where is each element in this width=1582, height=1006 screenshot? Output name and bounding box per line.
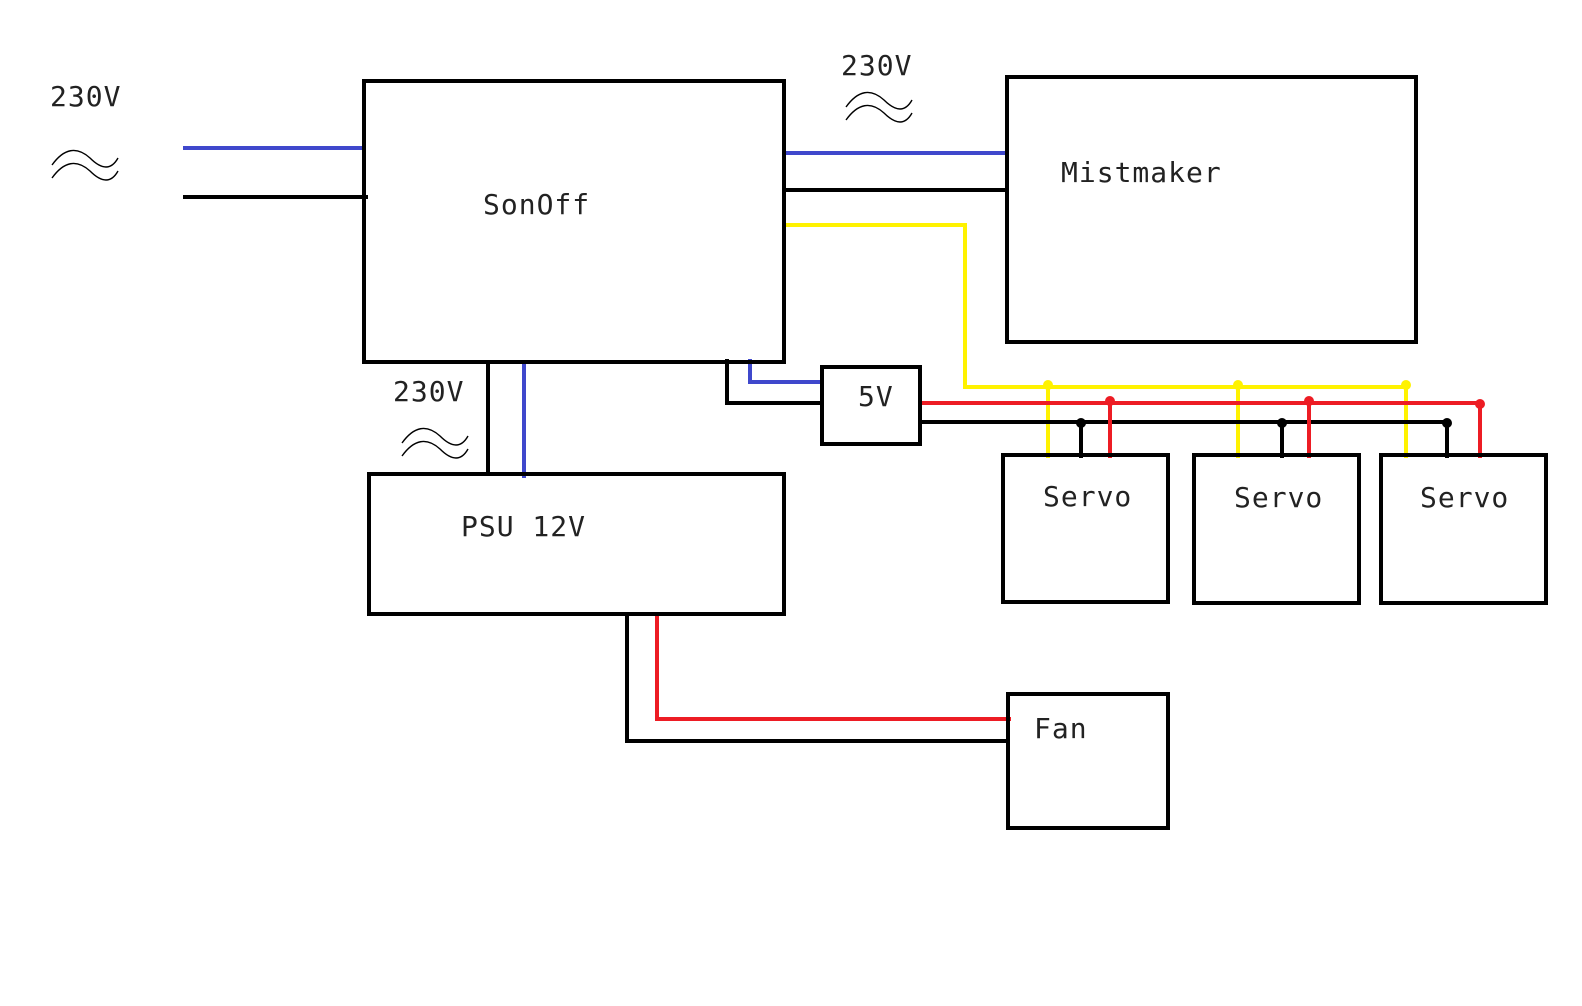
ac-symbol-mains-in (51, 149, 119, 181)
fan-label: Fan (1034, 712, 1088, 745)
junction-ground-3 (1442, 418, 1452, 428)
fan-ground-wire (625, 615, 1009, 743)
psu-label: PSU 12V (461, 510, 586, 543)
regulator-5v-box (820, 365, 922, 446)
regulator-live-wire (725, 359, 823, 405)
junction-ground-2 (1277, 418, 1287, 428)
junction-positive-1 (1105, 396, 1115, 406)
mistmaker-box (1005, 75, 1418, 344)
regulator-neutral-wire (748, 359, 823, 384)
psu-voltage-label: 230V (393, 375, 464, 408)
servo-1-box (1001, 453, 1170, 604)
junction-signal-2 (1233, 380, 1243, 390)
junction-ground-1 (1076, 418, 1086, 428)
fan-positive-wire (655, 615, 1011, 721)
mistmaker-label: Mistmaker (1061, 156, 1222, 189)
fan-box (1006, 692, 1170, 830)
mains-in-voltage-label: 230V (50, 80, 121, 113)
ac-symbol-psu (401, 427, 469, 459)
ac-symbol-mistmaker (845, 91, 913, 123)
junction-signal-1 (1043, 380, 1053, 390)
servo-3-label: Servo (1420, 481, 1509, 514)
servo-3-box (1379, 453, 1548, 605)
junction-dots (1043, 380, 1485, 428)
junction-positive-2 (1304, 396, 1314, 406)
servo-2-box (1192, 453, 1361, 605)
sonoff-box (362, 79, 786, 364)
junction-positive-3 (1475, 399, 1485, 409)
signal-bus-wire (782, 223, 1406, 389)
psu-box (367, 472, 786, 616)
regulator-label: 5V (858, 380, 894, 413)
sonoff-label: SonOff (483, 188, 590, 221)
servo-1-label: Servo (1043, 480, 1132, 513)
junction-signal-3 (1401, 380, 1411, 390)
mistmaker-voltage-label: 230V (841, 49, 912, 82)
servo-2-label: Servo (1234, 481, 1323, 514)
